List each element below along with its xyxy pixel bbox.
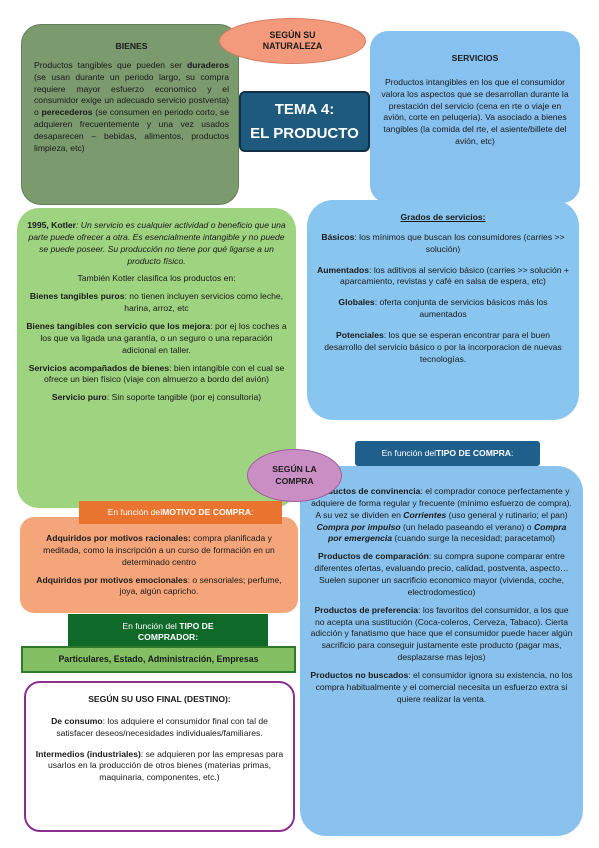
kotler-intro: También Kotler clasifica los productos e… [77, 273, 236, 284]
kotler-box: 1995, Kotler: Un servicio es cualquier a… [17, 208, 296, 508]
grados-item: Globales: oferta conjunta de servicios b… [338, 297, 548, 320]
motivo-box: Adquiridos por motivos racionales: compr… [20, 517, 298, 613]
grados-item: Básicos: los mínimos que buscan los cons… [321, 231, 565, 254]
uso-consumo: De consumo: los adquiere el consumidor f… [51, 715, 268, 738]
kotler-item: Servicio puro: Sin soporte tangible (por… [51, 392, 262, 403]
uso-final-title: SEGÚN SU USO FINAL (DESTINO): [88, 694, 231, 704]
tipo-compra-header: En función del TIPO DE COMPRA: [355, 441, 540, 466]
grados-title: Grados de servicios: [400, 212, 486, 222]
uso-intermedios: Intermedios (industriales): se adquieren… [35, 748, 284, 783]
grados-item: Potenciales: los que se esperan encontra… [324, 330, 562, 364]
servicios-text: Productos intangibles en los que el cons… [381, 76, 569, 147]
tema-number: TEMA 4: [274, 101, 335, 119]
compra-comparacion: Productos de comparación: su compra supo… [314, 551, 569, 597]
kotler-item: Bienes tangibles puros: no tienen incluy… [29, 291, 284, 314]
bienes-box: BIENES Productos tangibles que pueden se… [21, 24, 239, 205]
grados-item: Aumentados: los aditivos al servicio bás… [317, 264, 569, 287]
servicios-box: SERVICIOS Productos intangibles en los q… [370, 31, 580, 203]
uso-final-box: SEGÚN SU USO FINAL (DESTINO): De consumo… [24, 681, 295, 832]
compra-conveniencia: Productos de convinencia: el comprador c… [311, 486, 572, 544]
motivo-header: En función del MOTIVO DE COMPRA: [79, 501, 282, 524]
servicios-title: SERVICIOS [451, 53, 499, 63]
bienes-text: Productos tangibles que pueden ser durad… [34, 59, 229, 153]
grados-box: Grados de servicios: Básicos: los mínimo… [307, 200, 579, 420]
kotler-item: Bienes tangibles con servicio que los me… [26, 321, 287, 355]
kotler-definition: 1995, Kotler: Un servicio es cualquier a… [27, 220, 286, 266]
motivo-racionales: Adquiridos por motivos racionales: compr… [43, 533, 275, 567]
bienes-title: BIENES [115, 41, 148, 51]
kotler-item: Servicios acompañados de bienes: bien in… [28, 362, 285, 385]
motivo-emocionales: Adquiridos por motivos emocionales: o se… [36, 574, 282, 597]
compra-box: Productos de convinencia: el comprador c… [300, 466, 583, 836]
compra-preferencia: Productos de preferencia: los favoritos … [310, 604, 573, 663]
tema-title-box: TEMA 4: EL PRODUCTO [239, 91, 370, 152]
tema-name: EL PRODUCTO [250, 124, 359, 142]
comprador-bar: Particulares, Estado, Administración, Em… [21, 646, 296, 673]
compra-no-buscados: Productos no buscados: el consumidor ign… [310, 670, 573, 704]
